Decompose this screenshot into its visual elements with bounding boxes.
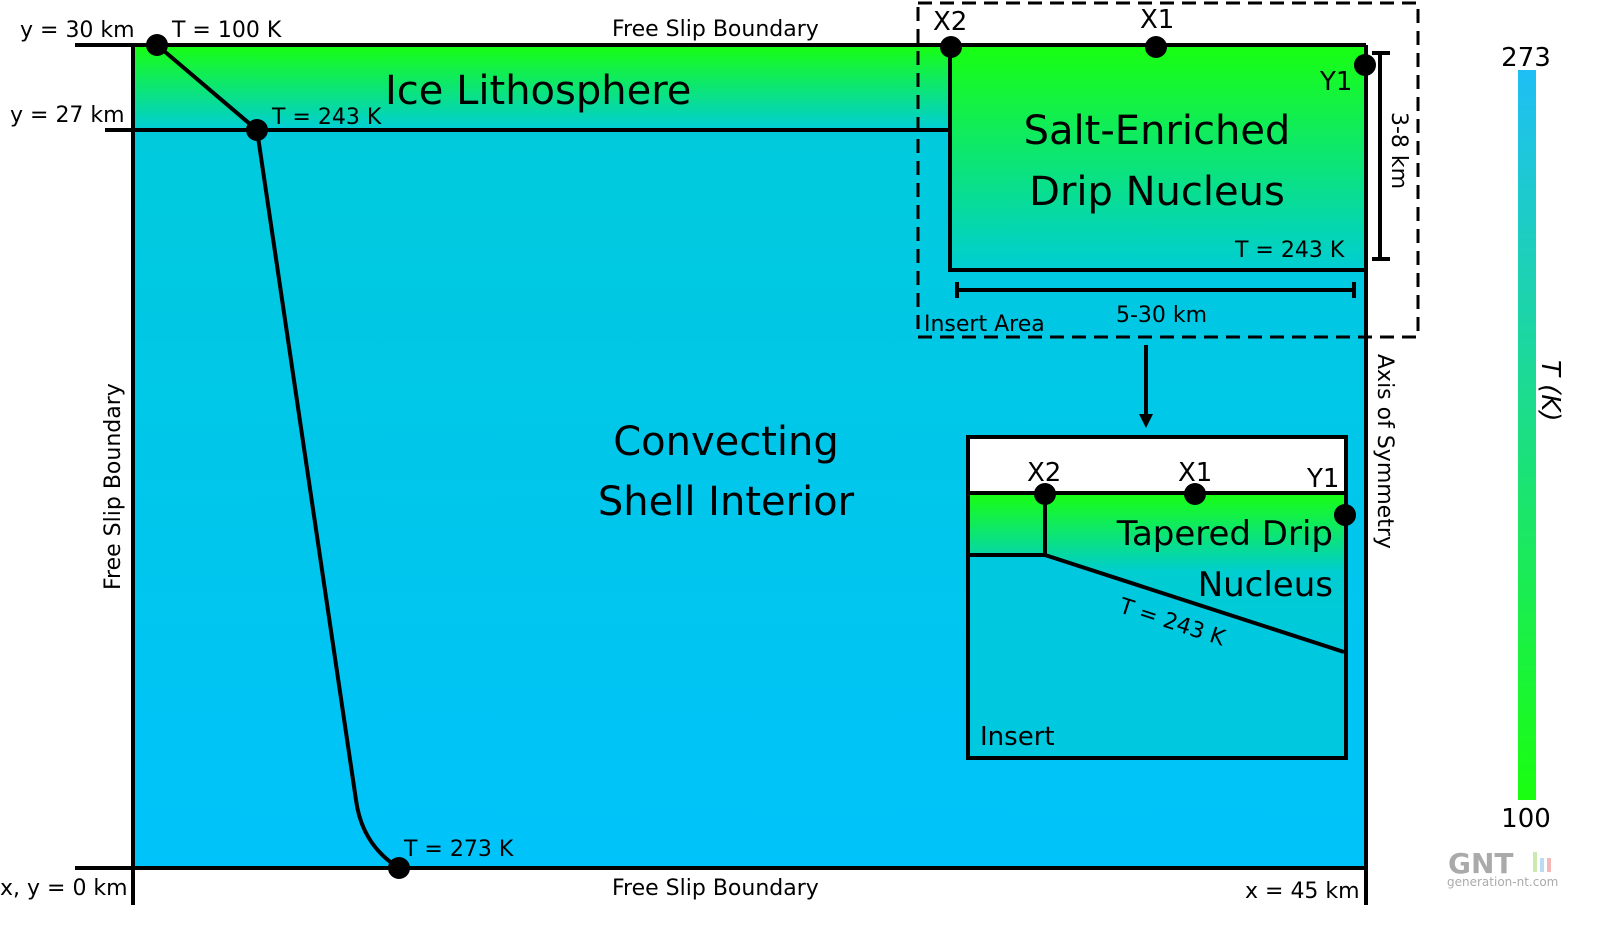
label-x1: X1 (1140, 5, 1174, 35)
insert-label-x1: X1 (1178, 458, 1212, 488)
insert-point-x2 (1034, 483, 1056, 505)
label-origin: x, y = 0 km (0, 876, 128, 901)
region-tapered-2: Nucleus (1198, 565, 1333, 605)
insert-height-label: 3-8 km (1386, 112, 1411, 189)
insert-label-x2: X2 (1027, 458, 1061, 488)
label-t100: T = 100 K (171, 18, 282, 43)
boundary-bottom: Free Slip Boundary (612, 876, 819, 901)
label-t243: T = 243 K (271, 105, 382, 130)
watermark-logo: GNT (1448, 847, 1514, 880)
insert-area-outline (916, 1, 1420, 339)
colorbar-max: 273 (1501, 43, 1551, 73)
colorbar (1518, 70, 1536, 800)
label-y27: y = 27 km (10, 103, 125, 128)
insert-width-label: 5-30 km (1116, 303, 1207, 328)
axis-of-symmetry: Axis of Symmetry (1372, 354, 1397, 549)
point-x1 (1145, 36, 1167, 58)
insert-point-x1 (1184, 483, 1206, 505)
region-nucleus-1: Salt-Enriched (1024, 108, 1291, 154)
region-nucleus-2: Drip Nucleus (1029, 169, 1285, 215)
point-x2 (940, 36, 962, 58)
point-t243 (246, 119, 268, 141)
colorbar-label: T (K) (1535, 360, 1565, 421)
label-t243-nucleus: T = 243 K (1234, 238, 1345, 263)
insert-point-y1 (1334, 504, 1356, 526)
insert-panel (966, 435, 1348, 760)
point-t273 (388, 857, 410, 879)
insert-area-label: Insert Area (924, 312, 1045, 337)
boundary-left: Free Slip Boundary (101, 383, 126, 590)
region-interior-2: Shell Interior (598, 479, 855, 525)
label-x45: x = 45 km (1245, 879, 1360, 904)
insert-label-y1: Y1 (1306, 464, 1339, 494)
region-tapered-1: Tapered Drip (1116, 514, 1333, 554)
label-y30: y = 30 km (20, 18, 135, 43)
point-y1 (1354, 54, 1376, 76)
points (146, 34, 1376, 879)
colorbar-min: 100 (1501, 804, 1551, 834)
insert-label: Insert (980, 722, 1055, 752)
label-y1: Y1 (1319, 67, 1352, 97)
boundary-top: Free Slip Boundary (612, 17, 819, 42)
drip-nucleus (950, 45, 1364, 270)
point-t100 (146, 34, 168, 56)
watermark-site: generation-nt.com (1447, 875, 1558, 889)
region-interior-1: Convecting (613, 419, 839, 465)
label-t273: T = 273 K (403, 837, 514, 862)
label-x2: X2 (933, 7, 967, 37)
region-lithosphere: Ice Lithosphere (385, 68, 691, 114)
